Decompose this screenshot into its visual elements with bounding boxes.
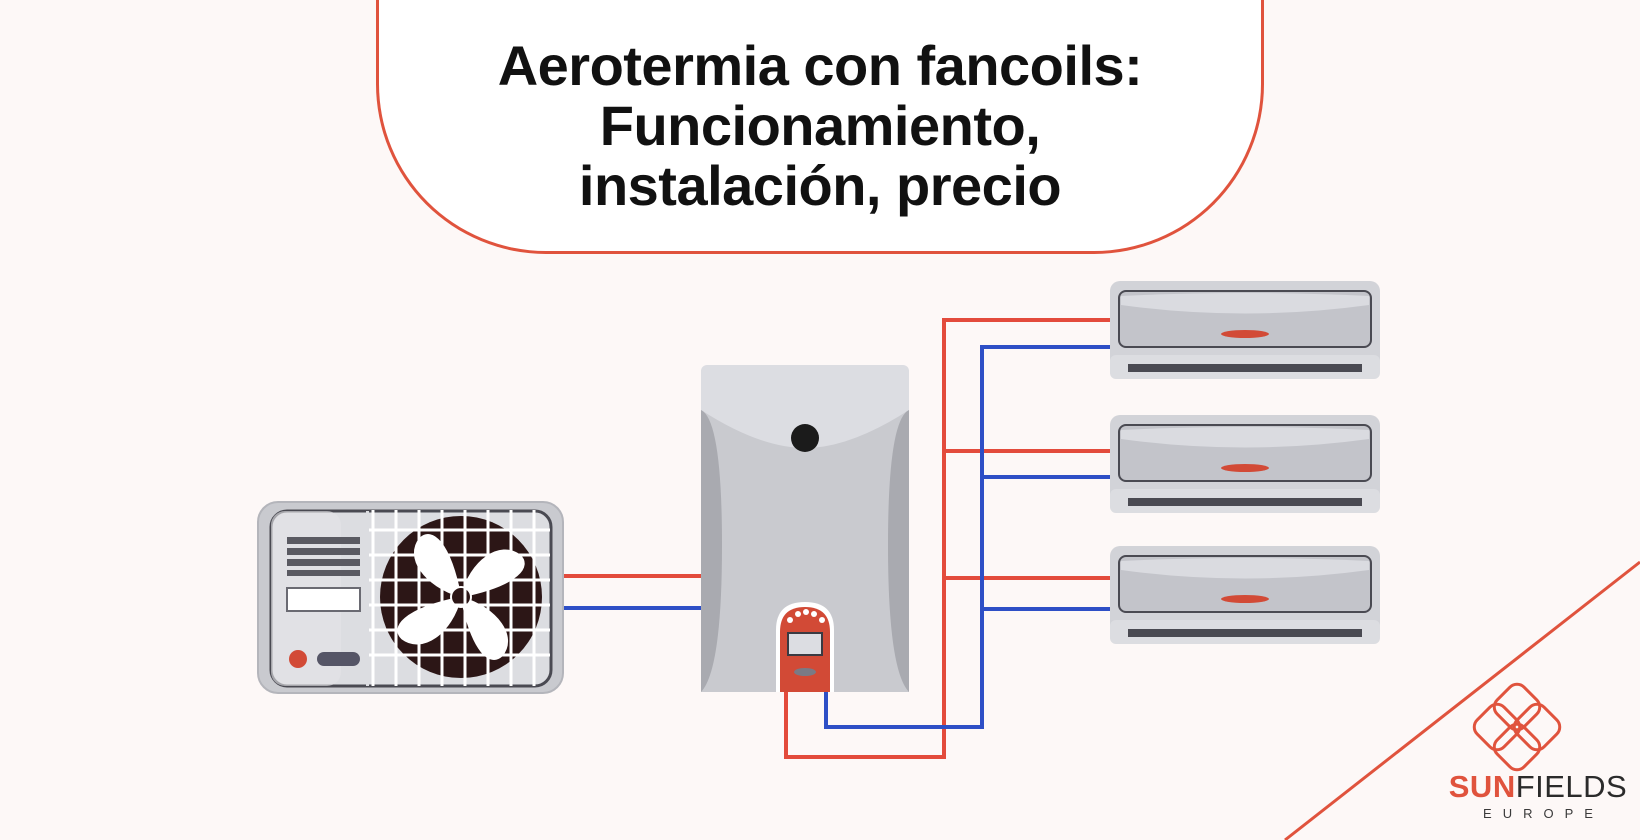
fancoil-unit-icon bbox=[1110, 281, 1380, 379]
brand-subtitle: EUROPE bbox=[1483, 806, 1604, 821]
pipes bbox=[562, 318, 1112, 759]
title-line-2: Funcionamiento, bbox=[599, 94, 1041, 157]
outdoor-heat-pump-icon bbox=[257, 501, 564, 694]
outdoor-indicator-bar bbox=[317, 652, 360, 666]
outdoor-label-plate bbox=[286, 587, 361, 612]
fancoil-unit-icon bbox=[1110, 546, 1380, 644]
title-card bbox=[376, 0, 1264, 254]
title-line-1: Aerotermia con fancoils: bbox=[497, 34, 1143, 97]
thermostat-controller-icon bbox=[776, 602, 834, 692]
brand-logo: SUNFIELDS EUROPE bbox=[1440, 770, 1636, 822]
outdoor-power-led bbox=[289, 650, 307, 668]
brand-name-sun: SUN bbox=[1448, 769, 1516, 804]
indoor-gauge-icon bbox=[791, 424, 819, 452]
brand-name-fields: FIELDS bbox=[1515, 769, 1628, 804]
corner-diagonal-line bbox=[1284, 560, 1640, 840]
outdoor-vent-icon bbox=[287, 537, 360, 576]
fan-icon bbox=[366, 510, 550, 686]
indoor-hydro-unit-icon bbox=[701, 365, 909, 692]
sunfields-logo-icon bbox=[1472, 682, 1562, 772]
brand-name: SUNFIELDS bbox=[1440, 770, 1636, 804]
fancoil-unit-icon bbox=[1110, 415, 1380, 513]
hot-pipe-distribution bbox=[784, 318, 1112, 759]
title-line-3: instalación, precio bbox=[578, 154, 1062, 217]
page-title: Aerotermia con fancoils: Funcionamiento,… bbox=[376, 36, 1264, 216]
cold-pipe-distribution bbox=[824, 345, 1112, 729]
